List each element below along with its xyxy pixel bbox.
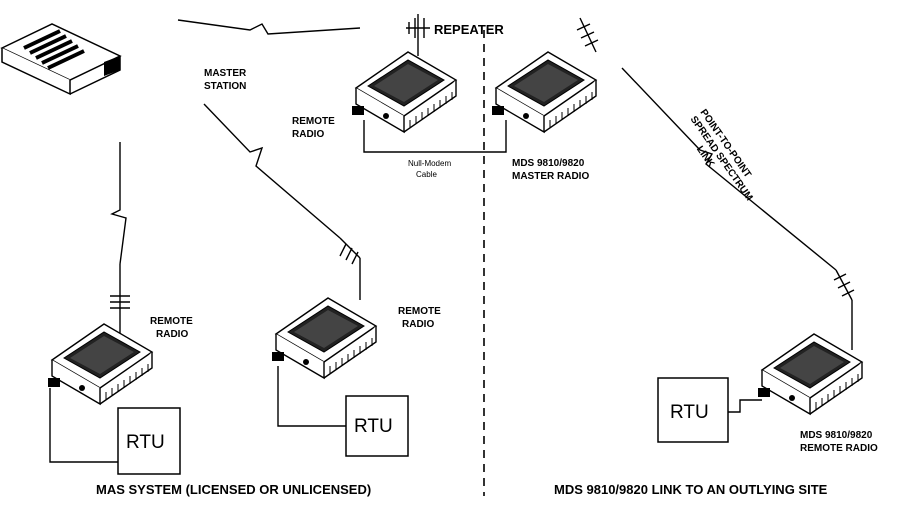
master-station-rack (0, 23, 122, 96)
rf-link-master-to-remote-center (203, 103, 341, 239)
ptp-link-label: POINT-TO-POINT SPREAD SPECTRUM LINK (688, 107, 755, 203)
mds-remote-antenna (833, 269, 855, 350)
repeater-label: REPEATER (434, 22, 504, 37)
rf-link-point-to-point (621, 67, 837, 271)
repeater-antenna (406, 14, 430, 56)
rtu-right-label: RTU (670, 402, 709, 423)
rtu-center-label: RTU (354, 416, 393, 437)
rtu-left-box (117, 407, 181, 475)
null-modem-label-line2: Cable (416, 170, 437, 179)
remote-radio-center (271, 297, 377, 379)
mds-remote-radio (757, 333, 863, 415)
rtu-left-cable (49, 388, 118, 463)
master-station-label-line1: MASTER (204, 68, 247, 79)
rtu-right-cable (728, 399, 762, 413)
rf-link-master-to-repeater (177, 19, 361, 35)
master-station-label-line2: STATION (204, 81, 246, 92)
rtu-center-cable (277, 366, 346, 427)
repeater-remote-radio-label-line2: RADIO (292, 129, 324, 140)
mds-master-radio (491, 51, 597, 133)
rtu-center-box (345, 395, 409, 457)
mds-master-label-line1: MDS 9810/9820 (512, 158, 585, 169)
mds-master-antenna (576, 17, 599, 53)
null-modem-label-line1: Null-Modem (408, 159, 451, 168)
mds-master-label-line2: MASTER RADIO (512, 171, 589, 182)
remote-radio-center-label-line2: RADIO (402, 319, 434, 330)
remote-radio-left-antenna (110, 264, 130, 340)
repeater-remote-radio (351, 51, 457, 133)
remote-radio-left-label-line2: RADIO (156, 329, 188, 340)
mas-system-caption: MAS SYSTEM (LICENSED OR UNLICENSED) (96, 482, 371, 497)
remote-radio-left (47, 323, 153, 405)
rf-link-master-to-remote-left (110, 142, 127, 265)
null-modem-cable (363, 120, 507, 153)
rtu-right-box (657, 377, 729, 443)
remote-radio-center-antenna (339, 237, 361, 300)
mds-link-caption: MDS 9810/9820 LINK TO AN OUTLYING SITE (554, 482, 828, 497)
remote-radio-center-label-line1: REMOTE (398, 306, 441, 317)
remote-radio-left-label-line1: REMOTE (150, 316, 193, 327)
rtu-left-label: RTU (126, 432, 165, 453)
mds-remote-label-line1: MDS 9810/9820 (800, 430, 873, 441)
repeater-remote-radio-label-line1: REMOTE (292, 116, 335, 127)
mds-remote-label-line2: REMOTE RADIO (800, 443, 878, 454)
